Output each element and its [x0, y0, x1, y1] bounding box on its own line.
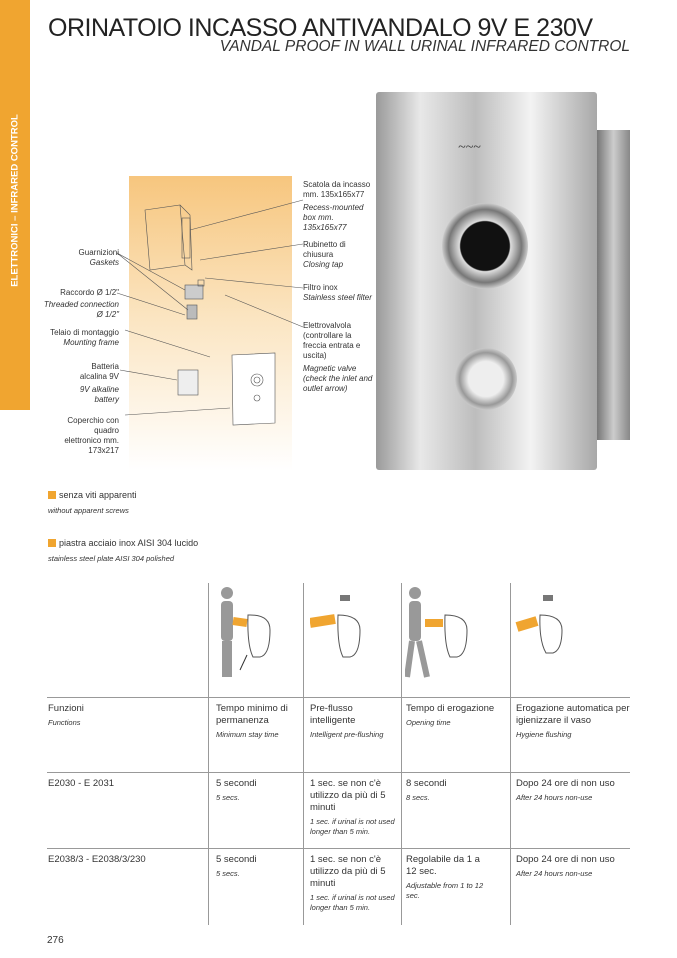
cell-opening-time: Regolabile da 1 a 12 sec.Adjustable from… — [406, 854, 484, 900]
pictogram-opening-time — [405, 587, 468, 678]
column-divider — [208, 583, 209, 925]
cell-model: E2030 - E 2031 — [48, 778, 115, 789]
header-hygiene: Erogazione automatica per igienizzare il… — [516, 703, 630, 739]
pictogram-hygiene-flush — [515, 595, 563, 654]
page-number: 276 — [47, 935, 64, 946]
diagram-drawing — [116, 199, 304, 426]
section-tab — [0, 0, 30, 410]
column-divider — [510, 583, 511, 925]
page-title: ORINATOIO INCASSO ANTIVANDALO 9V E 230V — [48, 14, 593, 42]
cell-pre-flush: 1 sec. se non c'è utilizzo da più di 5 m… — [310, 854, 395, 912]
manual-button — [455, 348, 517, 410]
column-divider — [303, 583, 304, 925]
section-label: ELETTRONICI – INFRARED CONTROL — [9, 114, 21, 287]
row-divider — [47, 697, 630, 698]
brand-logo: ~~~ — [458, 140, 481, 155]
product-box-side — [597, 130, 630, 440]
label-threaded-connection: Raccordo Ø 1/2"Threaded connection Ø 1/2… — [43, 288, 119, 319]
label-cover: Coperchio con quadro elettronico mm. 173… — [64, 416, 119, 455]
bullet-icon — [48, 491, 56, 499]
cell-pre-flush: 1 sec. se non c'è utilizzo da più di 5 m… — [310, 778, 395, 836]
row-divider — [47, 772, 630, 773]
pictogram-pre-flush — [310, 595, 361, 658]
bullet-icon — [48, 539, 56, 547]
pictogram-min-stay — [221, 587, 271, 677]
row-divider — [47, 848, 630, 849]
cell-model: E2038/3 - E2038/3/230 — [48, 854, 146, 865]
infrared-sensor — [442, 203, 528, 289]
column-divider — [401, 583, 402, 925]
label-magnetic-valve: Elettrovalvola (controllare la freccia e… — [303, 321, 373, 393]
page-subtitle: VANDAL PROOF IN WALL URINAL INFRARED CON… — [219, 38, 630, 55]
